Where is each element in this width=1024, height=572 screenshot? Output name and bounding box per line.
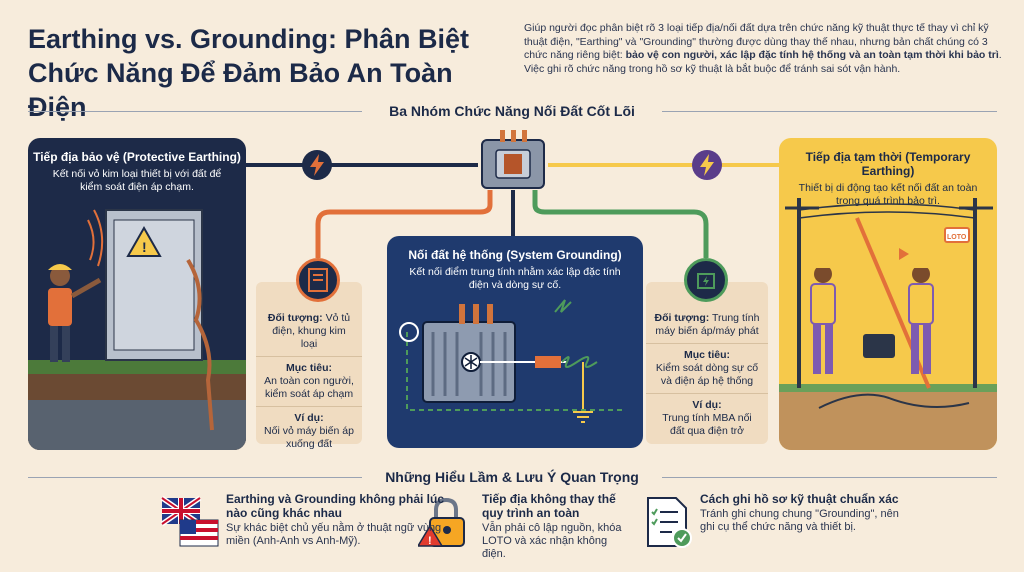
section-heading-notes: Những Hiểu Lầm & Lưu Ý Quan Trọng xyxy=(362,469,662,485)
intro-text: Giúp người đọc phân biệt rõ 3 loại tiếp … xyxy=(524,22,1002,75)
tip-terminology: Earthing và Grounding không phải lúc nào… xyxy=(226,492,445,547)
loto-tag: LOTO xyxy=(947,234,967,241)
protective-earthing-panel: Tiếp địa bảo vệ (Protective Earthing) Kế… xyxy=(28,138,246,450)
temporary-earthing-panel: Tiếp địa tạm thời (Temporary Earthing) T… xyxy=(779,138,997,450)
page-title: Earthing vs. Grounding: Phân Biệt Chức N… xyxy=(28,24,470,122)
protective-title: Tiếp địa bảo vệ (Protective Earthing) xyxy=(33,150,241,164)
section-heading-core: Ba Nhóm Chức Năng Nối Đất Cốt Lõi xyxy=(362,103,662,119)
transformer-icon xyxy=(684,258,728,302)
checklist-icon xyxy=(647,497,692,548)
tip-documentation: Cách ghi hồ sơ kỹ thuật chuẩn xác Tránh … xyxy=(700,492,899,533)
protective-info-box: Đối tượng: Vỏ tủ điện, khung kim loại Mụ… xyxy=(256,282,362,450)
junction-box-icon xyxy=(481,130,545,189)
maintenance-workers-illustration: LOTO xyxy=(779,198,997,450)
svg-text:!: ! xyxy=(428,535,432,547)
cabinet-icon xyxy=(296,258,340,302)
temporary-title: Tiếp địa tạm thời (Temporary Earthing) xyxy=(805,150,971,178)
system-grounding-panel: Nối đất hệ thống (System Grounding) Kết … xyxy=(387,236,643,448)
svg-text:!: ! xyxy=(142,239,147,255)
tip-safety-procedure: Tiếp địa không thay thế quy trình an toà… xyxy=(482,492,622,560)
transformer-illustration xyxy=(399,299,623,423)
uk-us-flag-icon xyxy=(160,496,219,547)
padlock-warning-icon: ! xyxy=(418,497,465,547)
lightning-icon xyxy=(692,150,722,180)
system-title: Nối đất hệ thống (System Grounding) xyxy=(408,248,622,262)
lightning-icon xyxy=(302,150,332,180)
system-subtitle: Kết nối điểm trung tính nhằm xác lập đặc… xyxy=(409,266,621,291)
protective-subtitle: Kết nối vỏ kim loại thiết bị với đất để … xyxy=(52,168,222,193)
electrical-cabinet-illustration: ! xyxy=(28,209,246,450)
system-info-box: Đối tượng: Trung tính máy biến áp/máy ph… xyxy=(646,282,768,444)
